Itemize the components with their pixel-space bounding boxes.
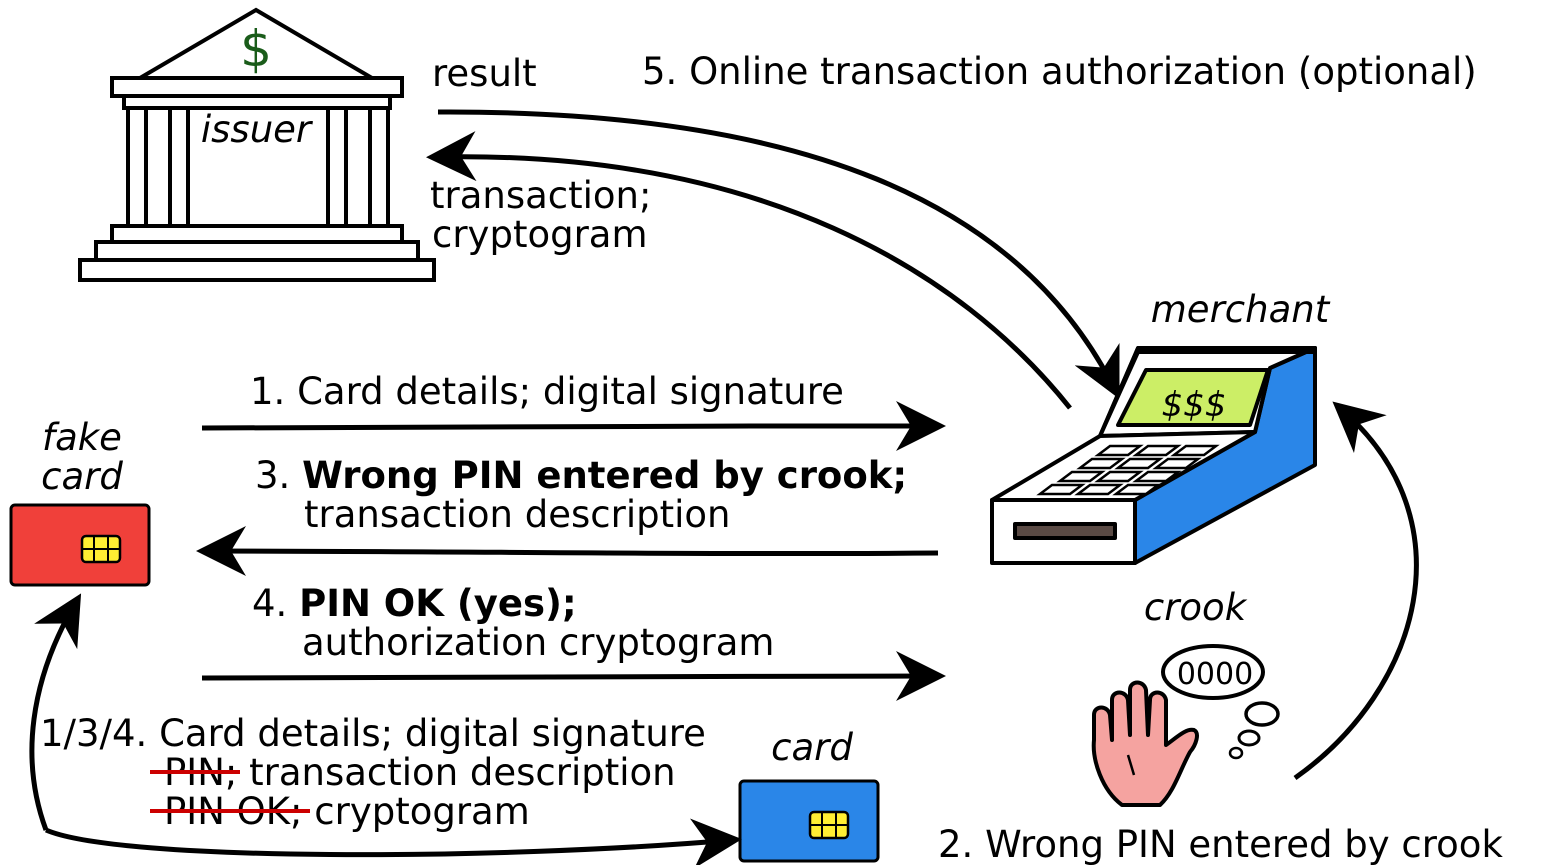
card-label: card — [771, 726, 853, 769]
step1-label: 1. Card details; digital signature — [250, 370, 844, 413]
issuer-label: issuer — [201, 108, 314, 151]
fake-card-label-line1: fake — [42, 416, 122, 459]
dollar-icon: $ — [240, 20, 272, 78]
thought-dot-large — [1244, 701, 1280, 727]
result-label: result — [432, 52, 537, 95]
step3-line2: transaction description — [304, 493, 731, 536]
step1-arrow — [201, 401, 946, 452]
cryptogram-label: cryptogram — [432, 213, 648, 256]
transaction-arrow — [426, 131, 1072, 410]
relay-line1: 1/3/4. Card details; digital signature — [40, 712, 706, 755]
bank-icon — [78, 7, 436, 282]
relay-line3: PIN OK; cryptogram — [164, 790, 530, 833]
step4-line2: authorization cryptogram — [302, 621, 774, 664]
step5-title: 5. Online transaction authorization (opt… — [642, 50, 1477, 93]
crook-label: crook — [1144, 586, 1248, 629]
thought-bubble — [1161, 644, 1265, 700]
step4-arrow — [201, 651, 946, 702]
thought-pin: 0000 — [1177, 657, 1253, 692]
fake-card-label-line2: card — [41, 455, 123, 498]
fake-card-chip-icon — [80, 534, 122, 564]
merchant-label: merchant — [1151, 288, 1331, 331]
step2-arrow — [1293, 401, 1419, 781]
relay-line2: PIN; transaction description — [164, 751, 676, 794]
transaction-label: transaction; — [430, 174, 651, 217]
relay-arrow-to-card — [45, 818, 742, 865]
hand-icon — [1091, 680, 1199, 807]
step3-label: 3. Wrong PIN entered by crook; — [255, 454, 907, 497]
step4-label: 4. PIN OK (yes); — [252, 582, 577, 625]
fake-card-icon — [9, 503, 151, 587]
relay-arrow-to-fake — [29, 593, 82, 831]
step3-arrow — [196, 526, 939, 577]
step2-label: 2. Wrong PIN entered by crook — [938, 823, 1503, 865]
thought-dot-small — [1228, 746, 1244, 760]
terminal-screen-text: $$$ — [1162, 385, 1227, 425]
keypad — [1036, 444, 1220, 496]
result-arrow — [437, 109, 1120, 399]
thought-dot-medium — [1237, 729, 1261, 747]
card-chip-icon — [808, 810, 850, 840]
